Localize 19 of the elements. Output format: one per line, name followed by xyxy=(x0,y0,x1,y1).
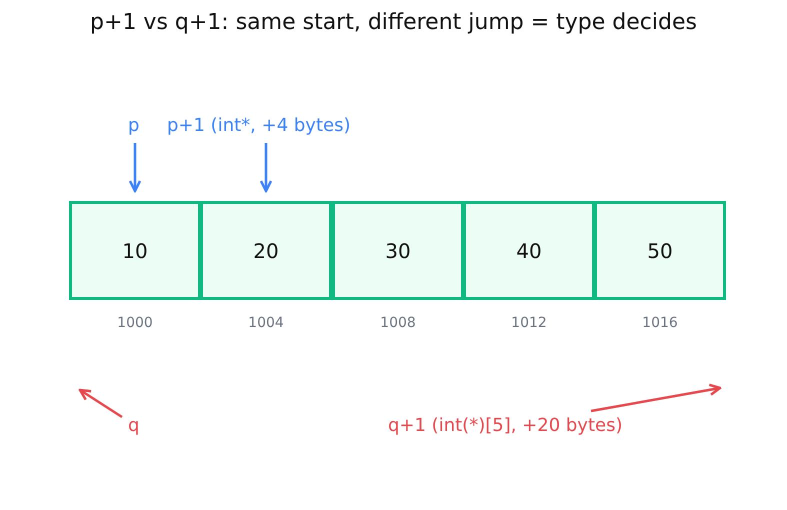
address-label: 1004 xyxy=(247,315,285,331)
address-label: 1016 xyxy=(641,315,679,331)
pointer-label: p xyxy=(128,115,140,136)
array-cell: 10 xyxy=(69,201,201,300)
array-cell: 30 xyxy=(332,201,464,300)
address-label: 1012 xyxy=(510,315,548,331)
pointer-label: p+1 (int*, +4 bytes) xyxy=(167,115,350,136)
pointer-label: q+1 (int(*)[5], +20 bytes) xyxy=(388,415,622,436)
arrow xyxy=(128,143,142,192)
address-label: 1008 xyxy=(379,315,417,331)
pointer-label: q xyxy=(128,415,140,436)
arrow xyxy=(78,388,123,418)
diagram-title: p+1 vs q+1: same start, different jump = type decides xyxy=(89,10,698,35)
arrow xyxy=(260,143,272,192)
array-cell: 50 xyxy=(594,201,726,300)
array-cell: 20 xyxy=(200,201,332,300)
arrow xyxy=(590,384,722,412)
address-label: 1000 xyxy=(116,315,154,331)
array-cell: 40 xyxy=(463,201,595,300)
